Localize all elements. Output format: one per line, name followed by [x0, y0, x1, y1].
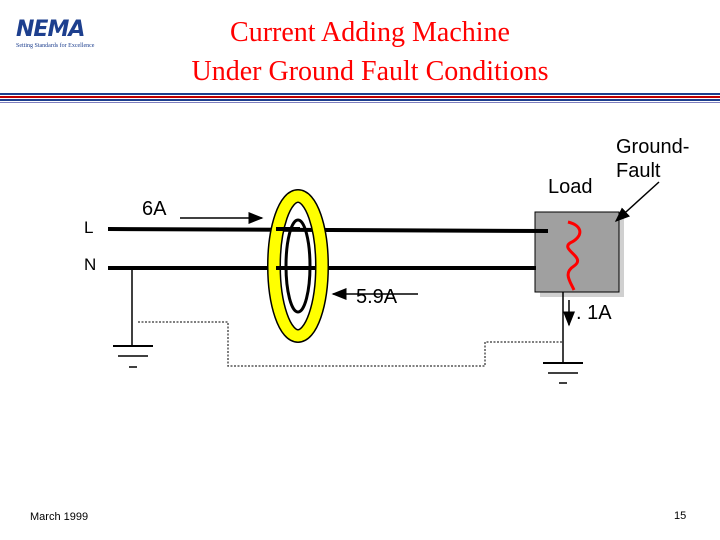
neutral-label: N: [84, 255, 97, 274]
ground-symbol-left: [113, 345, 153, 368]
load-label: Load: [548, 176, 593, 198]
arrow-ground-fault: [614, 181, 660, 223]
logo-wordmark: NEMA: [16, 17, 85, 42]
ground-symbol-right: [543, 362, 583, 384]
neutral-current-label: 5.9A: [356, 286, 398, 308]
footer-date: March 1999: [30, 511, 89, 523]
fault-squiggle: [566, 220, 582, 291]
line-current-label: 6A: [142, 198, 167, 220]
fault-current-label: . 1A: [576, 302, 612, 324]
ground-fault-label-line-1: Ground-: [616, 136, 690, 158]
page-number: 15: [674, 510, 687, 522]
ground-return-path: [138, 321, 563, 367]
load-box: [534, 211, 620, 293]
nema-logo: NEMA Setting Standards for Excellence: [16, 18, 116, 52]
slide-title-line-2: Under Ground Fault Conditions: [191, 56, 549, 87]
line-conductor: [107, 227, 549, 233]
logo-tagline: Setting Standards for Excellence: [16, 43, 95, 49]
ground-fault-label-line-2: Fault: [616, 160, 661, 182]
slide-title-line-1: Current Adding Machine: [230, 17, 510, 48]
line-label: L: [84, 218, 94, 237]
